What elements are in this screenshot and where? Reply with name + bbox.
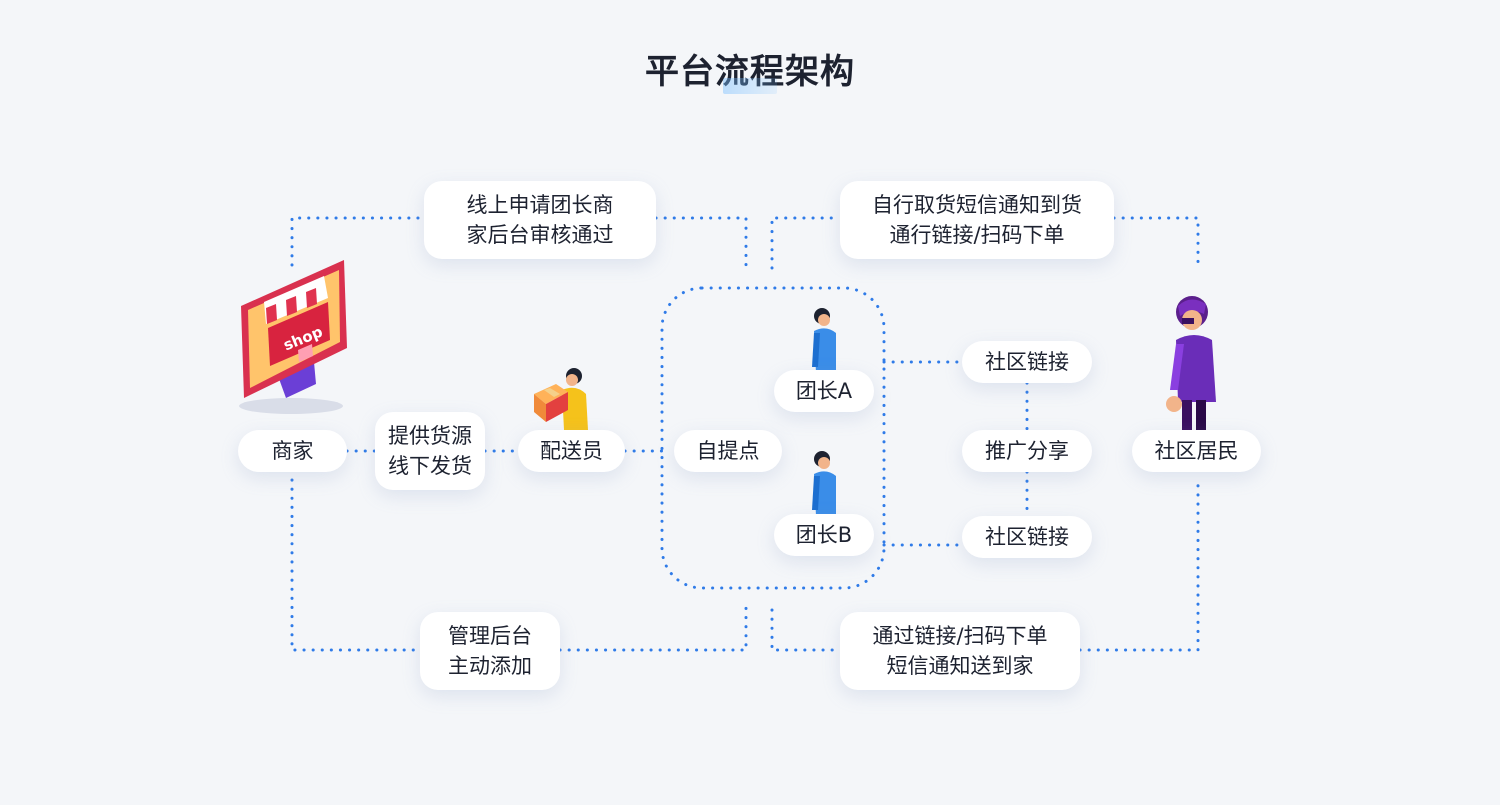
self-pickup-notice-line1: 自行取货短信通知到货 (872, 193, 1082, 217)
leader-a-label: 团长A (795, 379, 853, 403)
resident-person-icon (1160, 294, 1224, 430)
community-link-bottom-label: 社区链接 (985, 525, 1069, 549)
delivery-notice-box: 通过链接/扫码下单 短信通知送到家 (840, 612, 1080, 690)
apply-online-line1: 线上申请团长商 (466, 193, 614, 217)
leader-a-node: 团长A (774, 370, 874, 412)
group-leader-person-icon (806, 307, 842, 373)
courier-node: 配送员 (518, 430, 625, 472)
apply-online-box: 线上申请团长商 家后台审核通过 (424, 181, 656, 259)
leader-b-label: 团长B (795, 523, 853, 547)
delivery-notice-line1: 通过链接/扫码下单 (872, 624, 1048, 648)
supply-line1: 提供货源 (388, 424, 472, 448)
resident-label: 社区居民 (1154, 439, 1239, 463)
connector-notice-right (1112, 216, 1200, 268)
group-leader-person-icon (806, 450, 842, 516)
delivery-notice-line2: 短信通知送到家 (886, 654, 1034, 678)
title-accent (723, 78, 777, 94)
courier-with-box-icon (530, 364, 592, 430)
community-link-top-label: 社区链接 (985, 350, 1069, 374)
apply-online-line2: 家后台审核通过 (466, 223, 614, 247)
supply-line2: 线下发货 (388, 454, 472, 478)
connector-apply-left (290, 216, 426, 267)
pickup-point-label: 自提点 (696, 439, 760, 463)
pickup-area-border (660, 286, 886, 590)
self-pickup-notice-line2: 通行链接/扫码下单 (889, 223, 1065, 247)
connector-admin-left (290, 478, 422, 652)
shop-monitor-icon: shop (236, 258, 351, 418)
connector-apply-right (654, 216, 748, 270)
community-link-top-node: 社区链接 (962, 341, 1092, 383)
self-pickup-notice-box: 自行取货短信通知到货 通行链接/扫码下单 (840, 181, 1114, 259)
promote-share-node: 推广分享 (962, 430, 1092, 472)
merchant-label: 商家 (271, 439, 314, 463)
connector-admin-right (558, 598, 748, 652)
merchant-node: 商家 (238, 430, 347, 472)
admin-add-line1: 管理后台 (448, 624, 532, 648)
connector-delivery-left (770, 608, 842, 652)
promote-share-label: 推广分享 (985, 439, 1069, 463)
admin-add-line2: 主动添加 (448, 654, 532, 678)
connector-delivery-right (1078, 478, 1200, 652)
courier-label: 配送员 (540, 439, 603, 463)
leader-b-node: 团长B (774, 514, 874, 556)
connector-notice-left (770, 216, 842, 270)
page-title: 平台流程架构 (645, 52, 855, 92)
resident-node: 社区居民 (1132, 430, 1261, 472)
pickup-point-node: 自提点 (674, 430, 782, 472)
supply-box: 提供货源 线下发货 (375, 412, 485, 490)
community-link-bottom-node: 社区链接 (962, 516, 1092, 558)
admin-add-box: 管理后台 主动添加 (420, 612, 560, 690)
